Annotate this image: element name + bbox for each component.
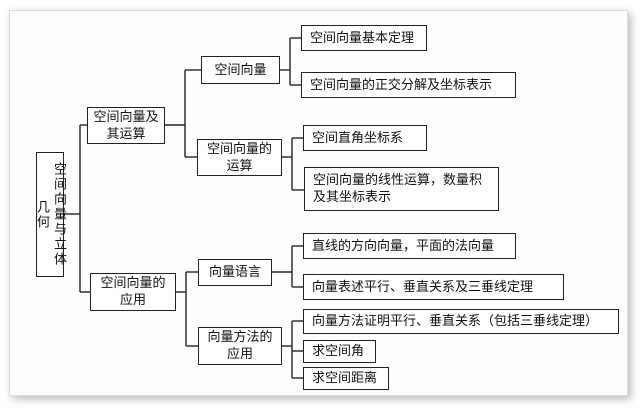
leaf-node: 空间向量的线性运算，数量积及其坐标表示 bbox=[304, 167, 499, 211]
leaf-label: 求空间距离 bbox=[312, 371, 378, 386]
topic-label: 向量方法的应用 bbox=[207, 330, 273, 362]
leaf-label: 空间向量的正交分解及坐标表示 bbox=[310, 77, 493, 93]
topic-node: 空间向量的运算 bbox=[197, 139, 282, 176]
branch-label: 空间向量的应用 bbox=[100, 276, 166, 308]
leaf-node: 空间直角坐标系 bbox=[303, 125, 427, 151]
leaf-node: 直线的方向向量，平面的法向量 bbox=[303, 233, 516, 259]
leaf-node: 空间向量基本定理 bbox=[301, 25, 427, 51]
branch-node: 空间向量及其运算 bbox=[87, 107, 165, 144]
topic-label: 空间向量 bbox=[214, 62, 267, 78]
leaf-node: 空间向量的正交分解及坐标表示 bbox=[301, 72, 516, 98]
topic-node: 向量语言 bbox=[198, 259, 272, 286]
leaf-label: 空间直角坐标系 bbox=[312, 130, 404, 146]
leaf-label: 求空间角 bbox=[312, 344, 365, 359]
leaf-node: 求空间距离 bbox=[303, 367, 389, 390]
topic-node: 空间向量 bbox=[201, 56, 280, 84]
leaf-node: 向量表述平行、垂直关系及三垂线定理 bbox=[303, 274, 564, 300]
leaf-label: 空间向量基本定理 bbox=[310, 30, 415, 46]
leaf-label: 向量方法证明平行、垂直关系（包括三垂线定理） bbox=[312, 314, 599, 329]
branch-node: 空间向量的应用 bbox=[90, 273, 176, 311]
leaf-label: 直线的方向向量，平面的法向量 bbox=[312, 238, 495, 254]
topic-label: 空间向量的运算 bbox=[206, 141, 272, 174]
branch-label: 空间向量及其运算 bbox=[93, 109, 159, 142]
topic-node: 向量方法的应用 bbox=[198, 327, 282, 365]
root-node: 空间向量与立体几何 bbox=[34, 152, 66, 277]
leaf-label: 空间向量的线性运算，数量积及其坐标表示 bbox=[313, 173, 483, 205]
leaf-node: 向量方法证明平行、垂直关系（包括三垂线定理） bbox=[303, 309, 619, 334]
leaf-label: 向量表述平行、垂直关系及三垂线定理 bbox=[312, 279, 534, 295]
topic-label: 向量语言 bbox=[208, 265, 261, 280]
leaf-node: 求空间角 bbox=[303, 340, 376, 363]
